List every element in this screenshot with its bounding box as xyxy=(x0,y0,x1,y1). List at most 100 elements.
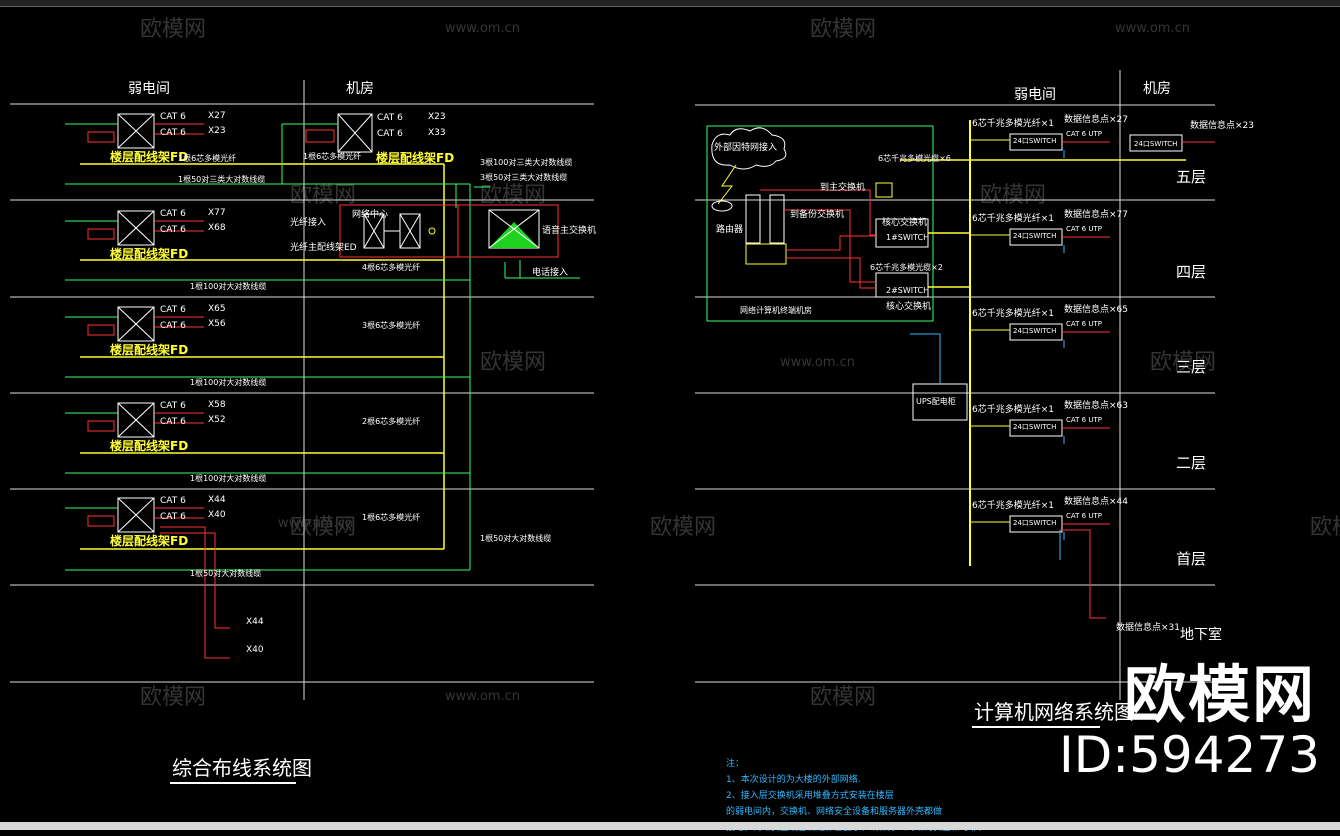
room-trunk-2: 3根50对三类大对数线缆 xyxy=(480,173,568,182)
floor-cable-label: 1根100对大对数线缆 xyxy=(190,378,267,387)
watermark-text: 欧模网 xyxy=(1310,515,1340,540)
floor-switch-label: 24口SWITCH xyxy=(1013,137,1057,145)
floor-fd-label: 楼层配线架FD xyxy=(110,150,189,164)
watermark-text: 欧模网 xyxy=(290,183,356,208)
watermark-url: www.om.cn xyxy=(445,689,520,704)
patch-panel xyxy=(117,402,155,438)
watermark-url: www.om.cn xyxy=(780,355,855,370)
patch-panel xyxy=(117,113,155,149)
fiber-main-label: 光纤主配线架ED xyxy=(290,243,357,253)
phone-switch-label: 语音主交换机 xyxy=(542,226,597,236)
patch-panel xyxy=(117,306,155,342)
left-header-machine-room: 机房 xyxy=(346,81,374,97)
note-line: 注： xyxy=(726,759,745,769)
patch-panel xyxy=(117,497,155,533)
room-outlet-2: X33 xyxy=(428,128,446,138)
floor-outlet-1: X65 xyxy=(208,304,226,314)
window-top-frame xyxy=(0,0,1340,7)
floor-cable-label: 1根50对大对数线缆 xyxy=(190,569,262,578)
floor-outlet-2: X68 xyxy=(208,223,226,233)
watermark-url: www.om.cn xyxy=(278,516,353,531)
watermark-layer: 欧模网欧模网欧模网欧模网欧模网欧模网欧模网欧模网欧模网欧模网欧模网欧模网www.… xyxy=(140,17,1340,710)
floor-fiber-label: 2根6芯多模光纤 xyxy=(362,417,421,426)
note-line: 的弱电间内，交换机、网络安全设备和服务器外壳都做 xyxy=(726,807,943,817)
floor-cat-2: CAT 6 xyxy=(160,512,186,522)
core-switch-2-label: 核心交换机 xyxy=(886,302,932,312)
floor-cat-label: CAT 6 UTP xyxy=(1066,225,1102,233)
floor-switch-label: 24口SWITCH xyxy=(1013,327,1057,335)
right-diagram-title: 计算机网络系统图 xyxy=(974,700,1134,724)
machine-points-label: 数据信息点×23 xyxy=(1190,121,1254,131)
fiber-in-label: 光纤接入 xyxy=(290,218,327,228)
floor-cat-1: CAT 6 xyxy=(160,112,186,122)
room-trunk-1: 3根100对三类大对数线缆 xyxy=(480,158,573,167)
floor-cat-2: CAT 6 xyxy=(160,225,186,235)
fiber6-label: 6芯千兆多模光缆×6 xyxy=(878,154,951,163)
machine-room-equipment xyxy=(281,113,559,258)
watermark-text: 欧模网 xyxy=(810,17,876,42)
basement-points-label: 数据信息点×31 xyxy=(1116,623,1180,633)
floor-cable-label: 1根100对大对数线缆 xyxy=(190,282,267,291)
floor-cat-label: CAT 6 UTP xyxy=(1066,130,1102,138)
phone-in-label: 电话接入 xyxy=(532,268,569,278)
floor-outlet-2: X52 xyxy=(208,415,226,425)
floor-cat-label: CAT 6 UTP xyxy=(1066,512,1102,520)
riser-cable-label: 1根50对大对数线缆 xyxy=(480,534,552,543)
core-switch-label: 核心交换机 xyxy=(882,218,928,228)
brand-logo-text: 欧模网 xyxy=(1123,658,1316,731)
floor-cat-2: CAT 6 xyxy=(160,417,186,427)
floor-outlet-1: X27 xyxy=(208,111,226,121)
watermark-url: www.om.cn xyxy=(445,21,520,36)
note-line: 2、接入层交换机采用堆叠方式安装在楼层 xyxy=(726,791,894,801)
watermark-text: 欧模网 xyxy=(810,685,876,710)
floor-points-label: 数据信息点×27 xyxy=(1064,115,1128,125)
router-label: 路由器 xyxy=(716,225,744,235)
floor-cat-label: CAT 6 UTP xyxy=(1066,416,1102,424)
watermark-text: 欧模网 xyxy=(290,515,356,540)
room-cat-2: CAT 6 xyxy=(377,129,403,139)
floor-cat-1: CAT 6 xyxy=(160,496,186,506)
floor-outlet-1: X58 xyxy=(208,400,226,410)
watermark-text: 欧模网 xyxy=(1150,350,1216,375)
floor-outlet-1: X77 xyxy=(208,208,226,218)
floor-fiber-label: 6芯千兆多模光纤×1 xyxy=(972,309,1054,319)
floor-fiber-label: 4根6芯多模光纤 xyxy=(362,263,421,272)
floor-switch-label: 24口SWITCH xyxy=(1013,519,1057,527)
bottom-outlet-1: X44 xyxy=(246,617,264,627)
floor-fiber-label: 6芯千兆多模光纤×1 xyxy=(972,119,1054,129)
room-cat-1: CAT 6 xyxy=(377,113,403,123)
room-outlet-1: X23 xyxy=(428,112,446,122)
floor-fiber-label: 1根6芯多模光纤 xyxy=(362,513,421,522)
floor-points-label: 数据信息点×63 xyxy=(1064,401,1128,411)
floor-name-label: 五层 xyxy=(1176,168,1207,186)
watermark-text: 欧模网 xyxy=(140,685,206,710)
floor-switch-label: 24口SWITCH xyxy=(1013,423,1057,431)
floor-outlet-1: X44 xyxy=(208,495,226,505)
floor-name-label: 四层 xyxy=(1176,263,1207,281)
patch-panel xyxy=(117,210,155,246)
left-title-underline xyxy=(170,782,296,784)
floor-outlet-2: X56 xyxy=(208,319,226,329)
watermark-text: 欧模网 xyxy=(480,350,546,375)
floor-points-label: 数据信息点×44 xyxy=(1064,497,1128,507)
floor-fiber-label: 6芯千兆多模光纤×1 xyxy=(972,405,1054,415)
model-id-label: ID:594273 xyxy=(1059,726,1320,784)
floor-cat-label: CAT 6 UTP xyxy=(1066,320,1102,328)
note-line: 1、本次设计的为大楼的外部网络. xyxy=(726,775,861,785)
floor-fd-label: 楼层配线架FD xyxy=(110,247,189,261)
watermark-text: 欧模网 xyxy=(140,17,206,42)
floor-cable-label: 1根100对大对数线缆 xyxy=(190,474,267,483)
floor-outlet-2: X40 xyxy=(208,510,226,520)
floor-name-label: 首层 xyxy=(1176,550,1207,568)
floor-points-label: 数据信息点×77 xyxy=(1064,210,1128,220)
floor-cat-1: CAT 6 xyxy=(160,209,186,219)
left-header-weak-room: 弱电间 xyxy=(128,81,170,97)
floor-fiber-label: 6芯千兆多模光纤×1 xyxy=(972,501,1054,511)
watermark-url: www.om.cn xyxy=(1115,21,1190,36)
floor-fd-label: 楼层配线架FD xyxy=(110,439,189,453)
right-title-underline xyxy=(972,726,1100,728)
floor-outlet-2: X23 xyxy=(208,126,226,136)
window-bottom-frame xyxy=(0,822,1340,830)
left-diagram-title: 综合布线系统图 xyxy=(172,756,312,780)
floor-name-label: 二层 xyxy=(1176,454,1207,472)
